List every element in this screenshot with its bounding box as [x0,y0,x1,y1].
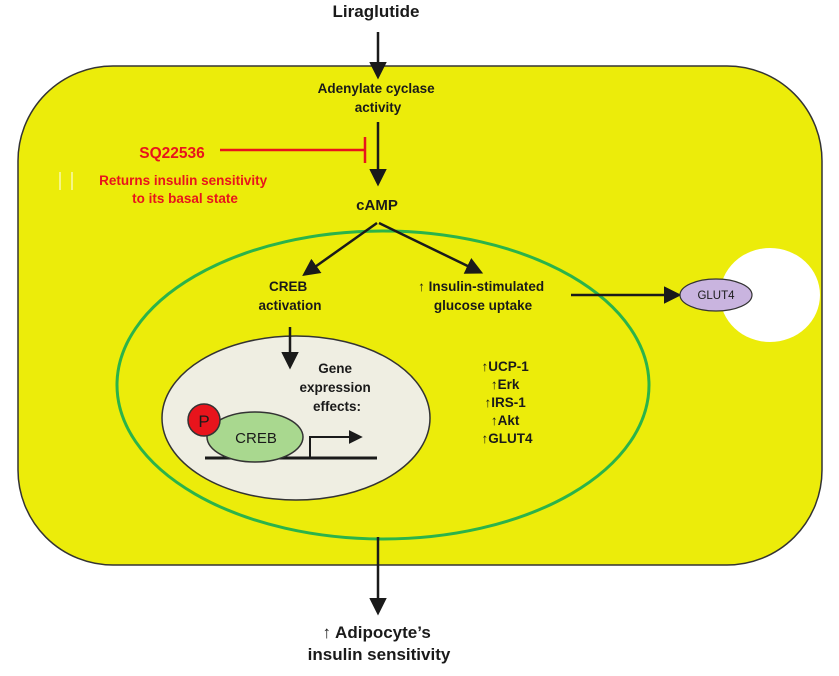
promoter-arrow [309,430,363,458]
creb-protein-label: CREB [235,430,277,447]
phosphate-group [187,403,221,437]
glut4-label: GLUT4 [697,290,735,302]
glut4-transporter [679,278,753,312]
sq22536-label: SQ22536 [139,145,205,162]
arrow-camp-to-glucose-uptake [378,221,484,274]
insulin-sensitivity-label: ↑ Adipocyte’s insulin sensitivity [308,623,451,664]
creb-activation-label: CREB activation [258,279,321,313]
creb-protein [206,411,304,463]
phosphate-label: P [198,412,209,431]
gene-expression-label: Gene expression effects: [299,361,374,414]
liraglutide-label: Liraglutide [333,2,420,21]
nucleus [115,229,651,541]
membrane-pocket [720,248,820,342]
camp-label: cAMP [356,197,398,214]
glucose-uptake-label: ↑ Insulin-stimulated glucose uptake [418,279,548,313]
adipocyte-cell [17,65,823,566]
adenylate-cyclase-label: Adenylate cyclase activity [318,81,439,115]
arrow-camp-to-creb [302,221,378,277]
targets-list: ↑UCP-1 ↑Erk ↑IRS-1 ↑Akt ↑GLUT4 [481,359,533,446]
inhibitor-effect-label: Returns insulin sensitivity to its basal… [99,173,271,206]
